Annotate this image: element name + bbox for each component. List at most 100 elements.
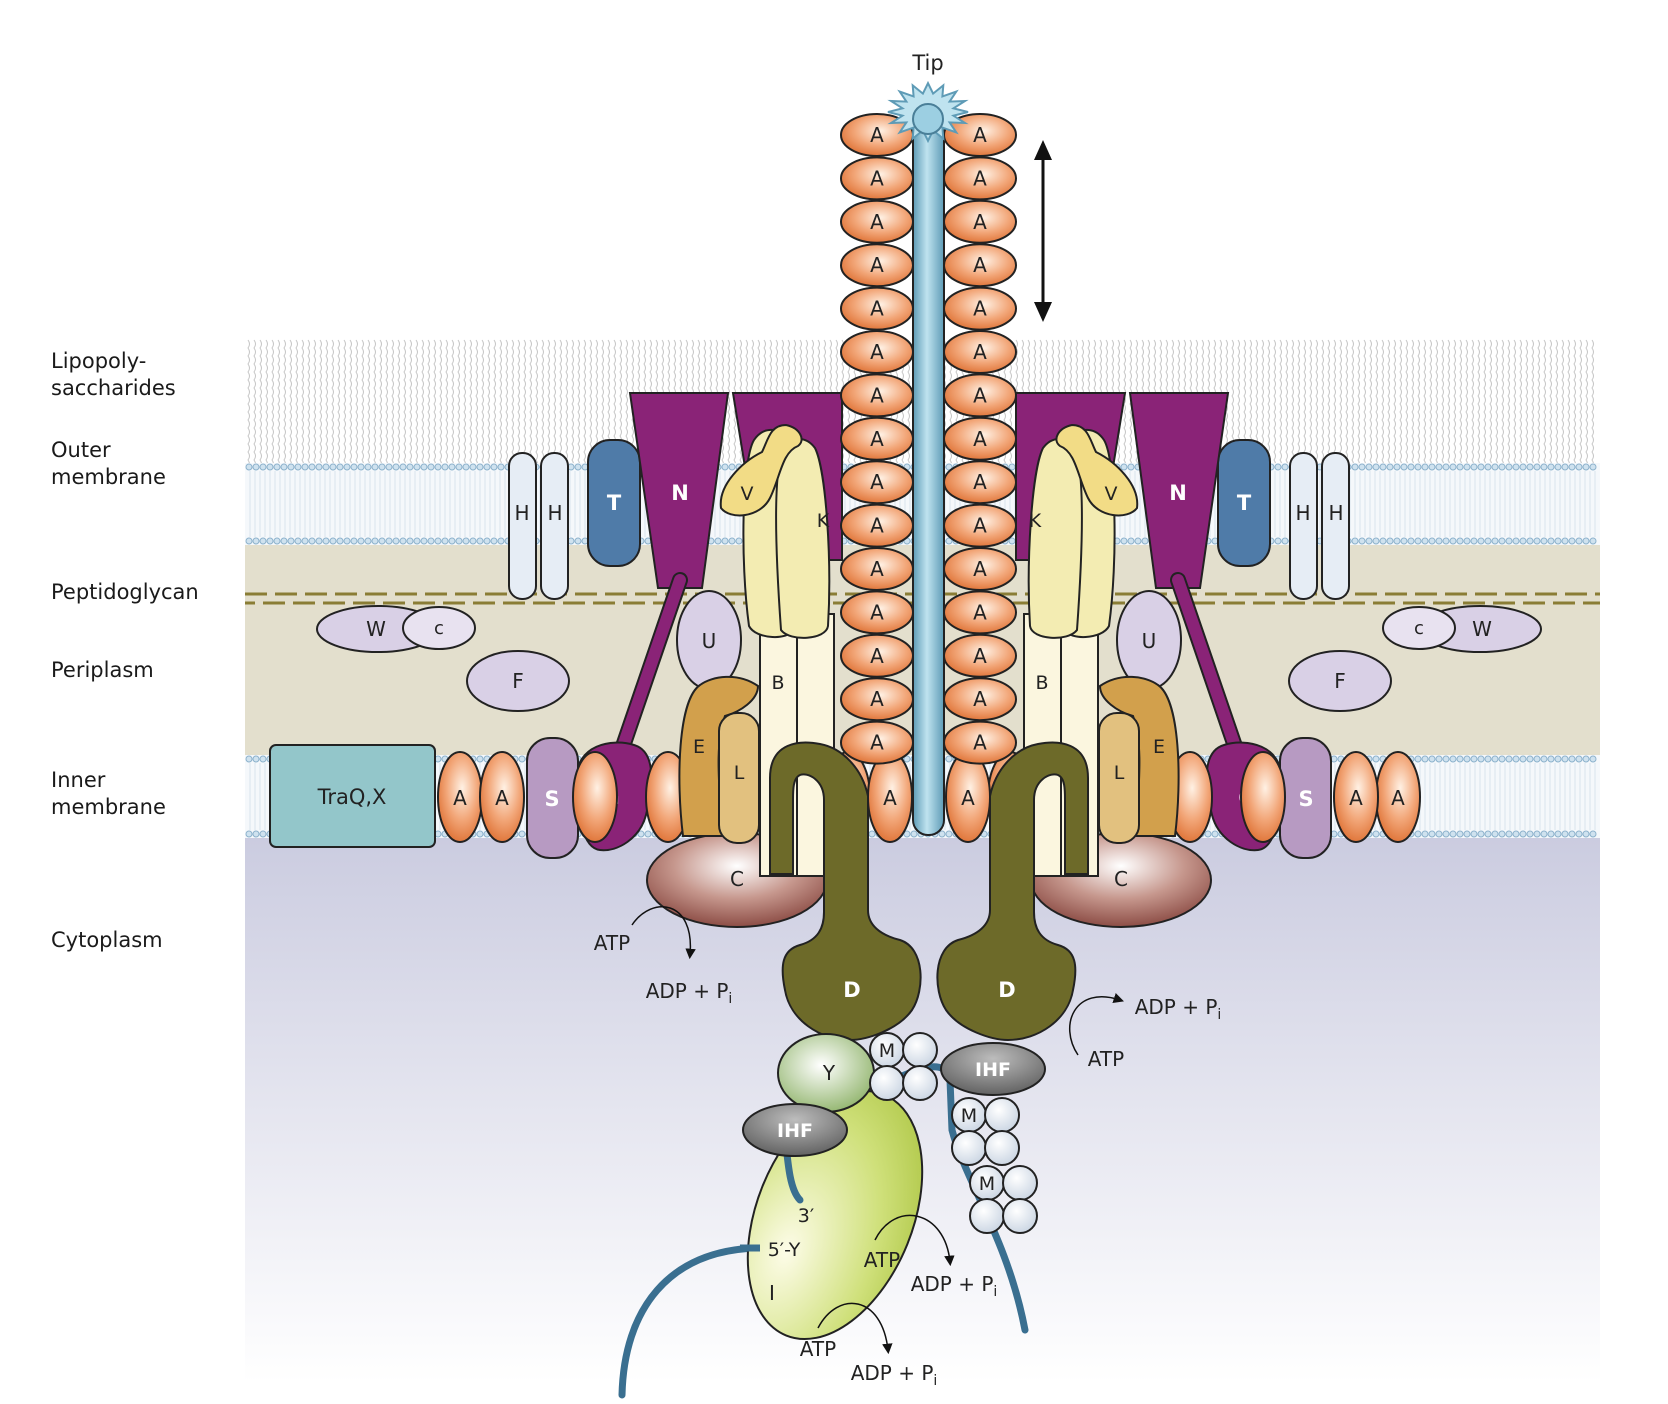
membrane-pilin [572,751,618,843]
t-label: T [1237,491,1252,515]
m-sphere [902,1032,938,1068]
label-inner-membrane: Inner membrane [51,768,166,819]
l-label: L [734,762,745,784]
g-stalk [1172,574,1244,761]
u-label: U [1142,629,1157,653]
pilin-label: A [495,786,509,810]
t-protein [1217,439,1271,567]
pilin-label: A [870,210,884,234]
pilin-label: A [870,123,884,147]
m-sphere [984,1097,1020,1133]
n-protein [1128,392,1230,589]
pilin-label: A [973,340,987,364]
m-sphere [1002,1198,1038,1234]
pilin-label: A [870,470,884,494]
pilin-label: A [973,470,987,494]
pilin-label: A [973,731,987,755]
pilin-label: A [973,383,987,407]
adp-pi-label: ADP + Pi [911,1272,998,1300]
pilin-label: A [1391,786,1405,810]
f-protein [1288,650,1392,712]
h-label: H [547,501,562,525]
v-protein [1055,423,1139,517]
label-cytoplasm: Cytoplasm [51,928,163,952]
c-small-protein [402,606,476,650]
n-label: N [671,481,689,505]
n-label: N [1169,481,1187,505]
pilin-label: A [883,786,897,810]
pilin-label: A [973,253,987,277]
g-stalk [614,574,686,761]
pilin-label: A [870,687,884,711]
h-label: H [1328,501,1343,525]
m-sphere [1002,1165,1038,1201]
atp-reaction: ATP ADP + Pi [1069,993,1222,1071]
label-peptidoglycan: Peptidoglycan [51,580,199,604]
m-label: M [879,1040,895,1062]
c-label: C [1114,867,1128,891]
dna-strand [618,1244,762,1399]
pilin-label: A [870,427,884,451]
m-label: M [961,1105,977,1127]
ihf-protein [940,1042,1046,1096]
pilin-label: A [973,644,987,668]
c-small-label: c [434,618,444,639]
pilin-label: A [870,253,884,277]
membrane-pilin [1240,751,1286,843]
e-label: E [1153,736,1165,758]
tip-label: Tip [911,51,943,75]
k-label: K [1029,510,1042,532]
f-protein [466,650,570,712]
pilin-label: A [870,731,884,755]
b-label: B [1035,672,1048,694]
c-small-protein [1382,606,1456,650]
e-label: E [693,736,705,758]
membrane-pilin [1333,751,1379,843]
h-protein [508,452,537,600]
pilin-label: A [1349,786,1363,810]
d-label: D [843,978,860,1002]
t-label: T [607,491,622,515]
m-sphere [951,1130,987,1166]
label-periplasm: Periplasm [51,658,154,682]
u-label: U [702,629,717,653]
pilin-label: A [973,166,987,190]
m-label: M [979,1173,995,1195]
adp-pi-label: ADP + Pi [1135,995,1222,1023]
s-label: S [1298,787,1313,811]
f-label: F [1334,669,1346,693]
label-lipopolysaccharides: Lipopoly- saccharides [51,349,176,400]
pilin-label: A [453,786,467,810]
pilin-label: A [973,687,987,711]
traqx-label: TraQ,X [317,785,387,809]
pilin-label: A [973,123,987,147]
pilin-label: A [973,557,987,581]
pilin-label: A [973,210,987,234]
pilin-label: A [870,600,884,624]
v-label: V [1105,483,1118,505]
d-label: D [998,978,1015,1002]
h-protein [1321,452,1350,600]
h-label: H [514,501,529,525]
atp-label: ATP [864,1248,900,1272]
tip-cap [912,103,944,135]
l-label: L [1114,762,1125,784]
ihf-label: IHF [975,1059,1011,1081]
m-sphere [902,1065,938,1101]
traqx-protein [269,744,436,848]
v-protein [719,423,803,517]
w-label: W [1472,617,1492,641]
m-sphere [984,1130,1020,1166]
cytoplasm-region [245,838,1600,1383]
three-prime-label: 3′ [798,1205,814,1227]
label-outer-membrane: Outer membrane [51,438,166,489]
atp-label: ATP [1088,1047,1124,1071]
pilin-label: A [870,166,884,190]
pilin-label: A [973,514,987,538]
atp-reaction: ATP ADP + Pi [864,1214,998,1300]
h-label: H [1295,501,1310,525]
atp-reaction: ATP ADP + Pi [800,1302,937,1389]
m-sphere [969,1198,1005,1234]
